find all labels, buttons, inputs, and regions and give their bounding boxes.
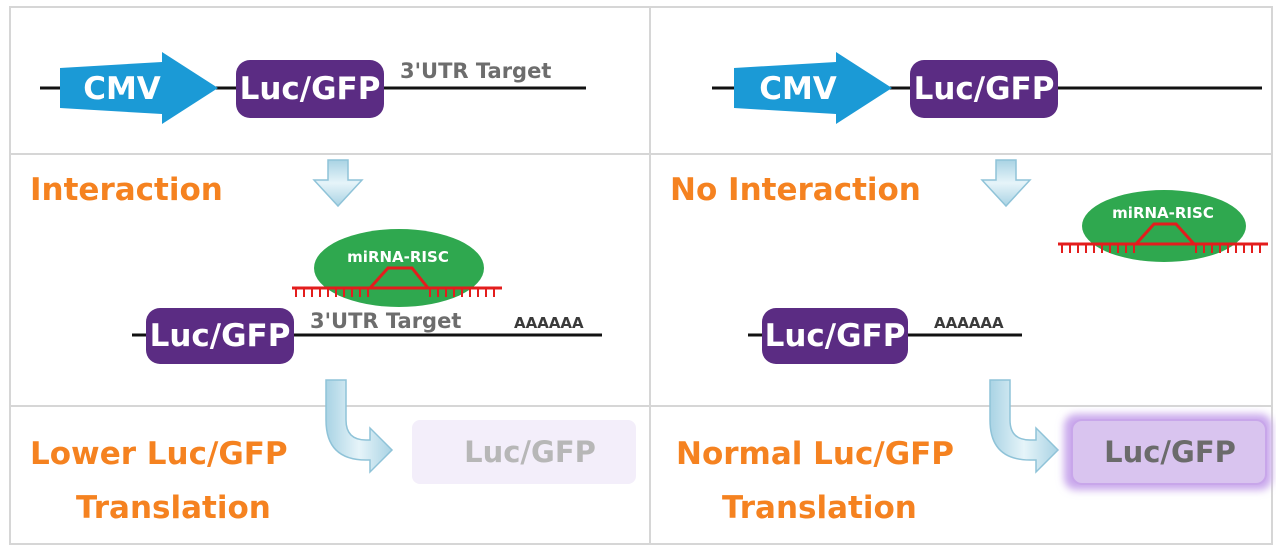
left-risc-label: miRNA-RISC: [347, 248, 449, 266]
right-curved-arrow-icon: [989, 379, 1060, 474]
left-mrna: Luc/GFP 3'UTR Target AAAAAA: [132, 308, 602, 364]
right-reporter-label: Luc/GFP: [914, 71, 1055, 107]
right-product-label: Luc/GFP: [1104, 435, 1236, 469]
left-mrna-reporter-label: Luc/GFP: [150, 318, 291, 354]
left-mirna-loop: [368, 266, 430, 290]
right-mirna-loop: [1134, 222, 1196, 246]
left-mrna-reporter-box: [146, 308, 294, 364]
right-reporter-box: [910, 60, 1058, 118]
right-mirna-risc-complex: miRNA-RISC: [1058, 190, 1268, 262]
right-risc-label: miRNA-RISC: [1112, 204, 1214, 222]
left-utr-label: 3'UTR Target: [400, 59, 551, 83]
left-mirna-risc-complex: miRNA-RISC: [292, 229, 502, 307]
right-product-box: [1071, 419, 1267, 485]
left-mrna-utr-label: 3'UTR Target: [310, 309, 461, 333]
left-poly-a-tail: AAAAAA: [514, 314, 584, 332]
left-down-arrow-icon: [312, 159, 364, 208]
left-cmv-promoter-arrow: [60, 52, 218, 124]
right-construct: CMV Luc/GFP: [712, 52, 1262, 124]
right-cmv-label: CMV: [759, 71, 837, 107]
left-result-line1: Lower Luc/GFP: [30, 436, 288, 472]
panel-grid: [9, 6, 1273, 545]
right-down-arrow-icon: [980, 159, 1032, 208]
right-condition-label: No Interaction: [670, 172, 921, 208]
left-seed-ticks: [295, 288, 495, 297]
right-seed-ticks: [1061, 244, 1261, 253]
left-product-box: [412, 420, 636, 484]
left-cmv-label: CMV: [83, 71, 161, 107]
right-poly-a-tail: AAAAAA: [934, 314, 1004, 332]
left-result-line2: Translation: [76, 490, 271, 526]
left-condition-label: Interaction: [30, 172, 223, 208]
left-construct: CMV Luc/GFP 3'UTR Target: [40, 52, 586, 124]
right-result-line2: Translation: [722, 490, 917, 526]
right-panel: CMV Luc/GFP No Interaction miRNA-RISC Lu…: [670, 52, 1272, 526]
left-reporter-box: [236, 60, 384, 118]
left-panel: CMV Luc/GFP 3'UTR Target Interaction miR…: [30, 52, 636, 526]
left-reporter-label: Luc/GFP: [240, 71, 381, 107]
left-product-label: Luc/GFP: [464, 435, 596, 469]
right-mrna-reporter-box: [762, 308, 908, 364]
right-mrna-reporter-label: Luc/GFP: [765, 318, 906, 354]
right-risc-ellipse: [1082, 190, 1246, 262]
right-cmv-promoter-arrow: [734, 52, 892, 124]
left-curved-arrow-icon: [325, 379, 394, 474]
right-mrna: Luc/GFP AAAAAA: [748, 308, 1022, 364]
right-result-line1: Normal Luc/GFP: [676, 436, 954, 472]
outer-border: [9, 6, 1273, 545]
